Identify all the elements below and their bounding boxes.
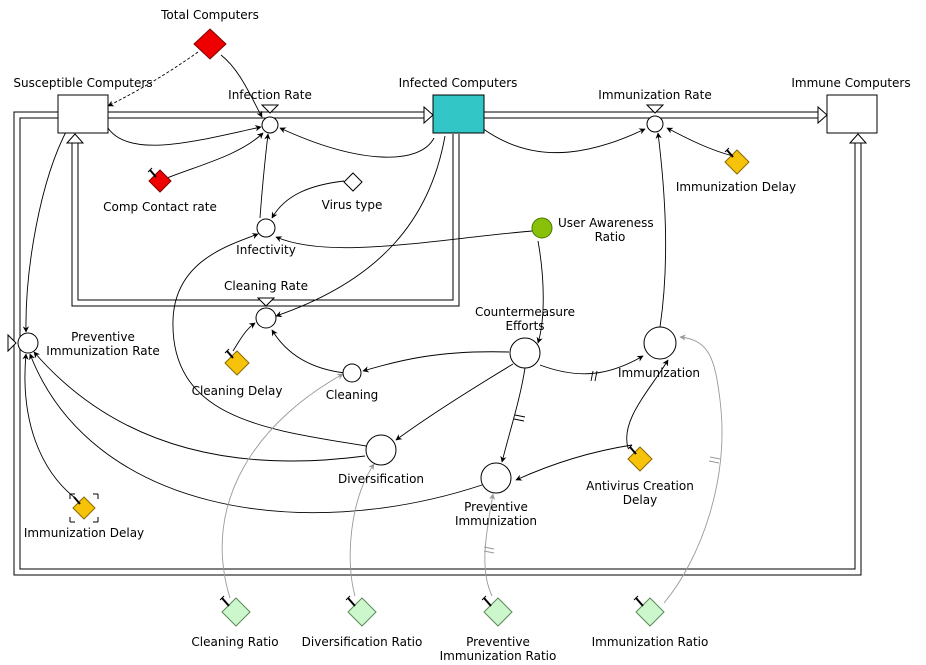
label-cleaning-ratio: Cleaning Ratio bbox=[191, 635, 278, 649]
label-susceptible-computers: Susceptible Computers bbox=[13, 76, 152, 90]
label-countermeasure-line1: Countermeasure bbox=[475, 305, 575, 319]
immunization-delay-top-diamond[interactable] bbox=[724, 147, 750, 175]
cleaning-delay-diamond[interactable] bbox=[224, 348, 250, 376]
diversification-ratio-diamond[interactable] bbox=[345, 595, 377, 627]
label-virus-type: Virus type bbox=[322, 198, 383, 212]
comp-contact-rate-diamond[interactable] bbox=[147, 167, 172, 193]
label-cleaning: Cleaning bbox=[326, 388, 379, 402]
label-countermeasure-line2: Efforts bbox=[505, 319, 544, 333]
infected-computers-stock[interactable] bbox=[432, 94, 485, 134]
label-immunization-rate: Immunization Rate bbox=[598, 88, 711, 102]
connectors bbox=[22, 51, 734, 514]
label-immunization: Immunization bbox=[618, 366, 700, 380]
label-immune-computers: Immune Computers bbox=[791, 76, 910, 90]
label-immunization-delay-top: Immunization Delay bbox=[676, 180, 796, 194]
label-user-awareness-line1: User Awareness bbox=[558, 216, 654, 230]
user-awareness-ratio-node[interactable] bbox=[531, 217, 553, 239]
label-immunization-delay-bottom: Immunization Delay bbox=[24, 526, 144, 540]
label-infection-rate: Infection Rate bbox=[228, 88, 312, 102]
label-immunization-ratio: Immunization Ratio bbox=[592, 635, 709, 649]
label-user-awareness-line2: Ratio bbox=[595, 230, 626, 244]
cleaning-node[interactable] bbox=[342, 363, 362, 383]
flow-pipes bbox=[7, 104, 868, 576]
immune-computers-stock[interactable] bbox=[826, 94, 878, 134]
label-total-computers: Total Computers bbox=[160, 8, 259, 22]
countermeasure-efforts-node[interactable] bbox=[509, 337, 541, 369]
immunization-ratio-diamond[interactable] bbox=[633, 595, 665, 627]
preventive-immunization-ratio-diamond[interactable] bbox=[481, 595, 513, 627]
total-computers-diamond[interactable] bbox=[193, 28, 227, 60]
label-infectivity: Infectivity bbox=[236, 243, 296, 257]
label-preventive-ratio-line1: Preventive bbox=[466, 635, 530, 649]
label-diversification-ratio: Diversification Ratio bbox=[302, 635, 423, 649]
label-antivirus-line2: Delay bbox=[623, 493, 657, 507]
cleaning-ratio-diamond[interactable] bbox=[219, 595, 251, 627]
label-antivirus-line1: Antivirus Creation bbox=[586, 479, 694, 493]
labels: Total Computers Susceptible Computers In… bbox=[13, 8, 910, 663]
preventive-immunization-node[interactable] bbox=[480, 462, 512, 494]
diversification-node[interactable] bbox=[365, 434, 397, 466]
ratio-connectors bbox=[221, 334, 723, 604]
infectivity-node[interactable] bbox=[256, 218, 276, 238]
label-preventive-ratio-line2: Immunization Ratio bbox=[440, 649, 557, 663]
susceptible-computers-stock[interactable] bbox=[57, 94, 109, 134]
label-cleaning-delay: Cleaning Delay bbox=[192, 384, 283, 398]
label-infected-computers: Infected Computers bbox=[399, 76, 518, 90]
immunization-rate-valve[interactable] bbox=[646, 115, 664, 133]
label-preventive-immunization-line1: Preventive bbox=[464, 500, 528, 514]
label-preventive-immunization-line2: Immunization bbox=[455, 514, 537, 528]
label-cleaning-rate: Cleaning Rate bbox=[224, 279, 308, 293]
antivirus-creation-delay-diamond[interactable] bbox=[627, 444, 653, 472]
preventive-immunization-rate-valve[interactable] bbox=[17, 332, 39, 354]
immunization-node[interactable] bbox=[643, 326, 677, 360]
virus-type-diamond[interactable] bbox=[343, 172, 363, 192]
immunization-delay-bottom-diamond[interactable] bbox=[69, 493, 99, 523]
label-diversification: Diversification bbox=[338, 472, 424, 486]
cleaning-rate-valve[interactable] bbox=[255, 307, 277, 329]
label-preventive-rate-line2: Immunization Rate bbox=[46, 344, 159, 358]
infection-rate-valve[interactable] bbox=[261, 116, 279, 134]
label-preventive-rate-line1: Preventive bbox=[71, 330, 135, 344]
label-comp-contact-rate: Comp Contact rate bbox=[103, 200, 217, 214]
